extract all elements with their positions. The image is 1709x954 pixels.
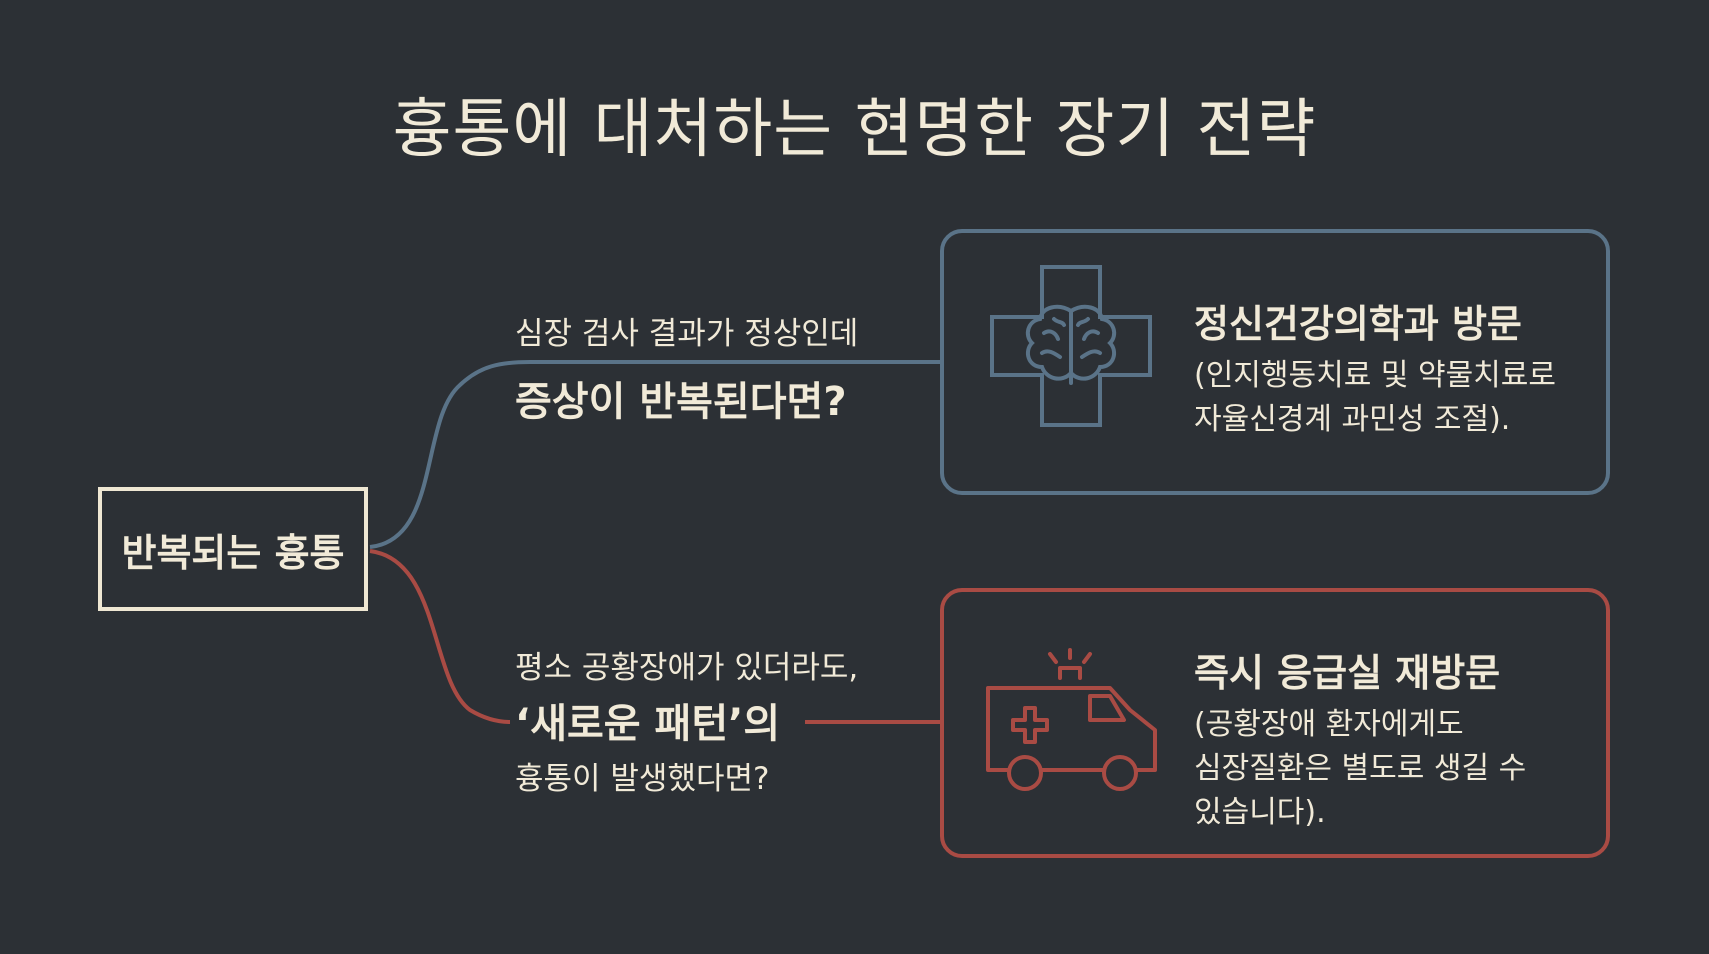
outcome-title: 정신건강의학과 방문 [1194, 302, 1522, 346]
question-line: 평소 공황장애가 있더라도, [515, 650, 859, 686]
root-node: 반복되는 흉통 [98, 487, 368, 611]
brain-medical-cross-icon [984, 259, 1164, 443]
description-line: 있습니다). [1194, 795, 1326, 830]
outcome-description: (인지행동치료 및 약물치료로 자율신경계 과민성 조절). [1194, 354, 1556, 442]
description-line: (공황장애 환자에게도 [1194, 707, 1464, 742]
question-line-emphasis: ‘새로운 패턴’의 [515, 701, 781, 747]
outcome-text: 정신건강의학과 방문 (인지행동치료 및 약물치료로 자율신경계 과민성 조절)… [1194, 293, 1556, 442]
outcome-card-psychiatry: 정신건강의학과 방문 (인지행동치료 및 약물치료로 자율신경계 과민성 조절)… [940, 229, 1610, 495]
ambulance-icon [980, 648, 1170, 802]
connector-blue [369, 360, 940, 549]
branch-question-2: 평소 공황장애가 있더라도, ‘새로운 패턴’의 흉통이 발생했다면? [515, 642, 858, 798]
question-line-emphasis: 증상이 반복된다면? [515, 379, 847, 425]
outcome-text: 즉시 응급실 재방문 (공황장애 환자에게도 심장질환은 별도로 생길 수 있습… [1194, 642, 1526, 835]
page-title: 흉통에 대처하는 현명한 장기 전략 [392, 93, 1317, 167]
description-line: (인지행동치료 및 약물치료로 [1194, 358, 1556, 393]
description-line: 심장질환은 별도로 생길 수 [1194, 751, 1527, 786]
description-line: 자율신경계 과민성 조절). [1194, 402, 1511, 437]
question-line: 흉통이 발생했다면? [515, 761, 770, 797]
connector-red [369, 549, 511, 724]
outcome-description: (공황장애 환자에게도 심장질환은 별도로 생길 수 있습니다). [1194, 703, 1526, 835]
outcome-card-emergency: 즉시 응급실 재방문 (공황장애 환자에게도 심장질환은 별도로 생길 수 있습… [940, 588, 1610, 858]
branch-question-1: 심장 검사 결과가 정상인데 증상이 반복된다면? [515, 308, 858, 427]
root-label: 반복되는 흉통 [121, 530, 345, 575]
outcome-title: 즉시 응급실 재방문 [1194, 651, 1501, 695]
question-line: 심장 검사 결과가 정상인데 [515, 316, 859, 352]
